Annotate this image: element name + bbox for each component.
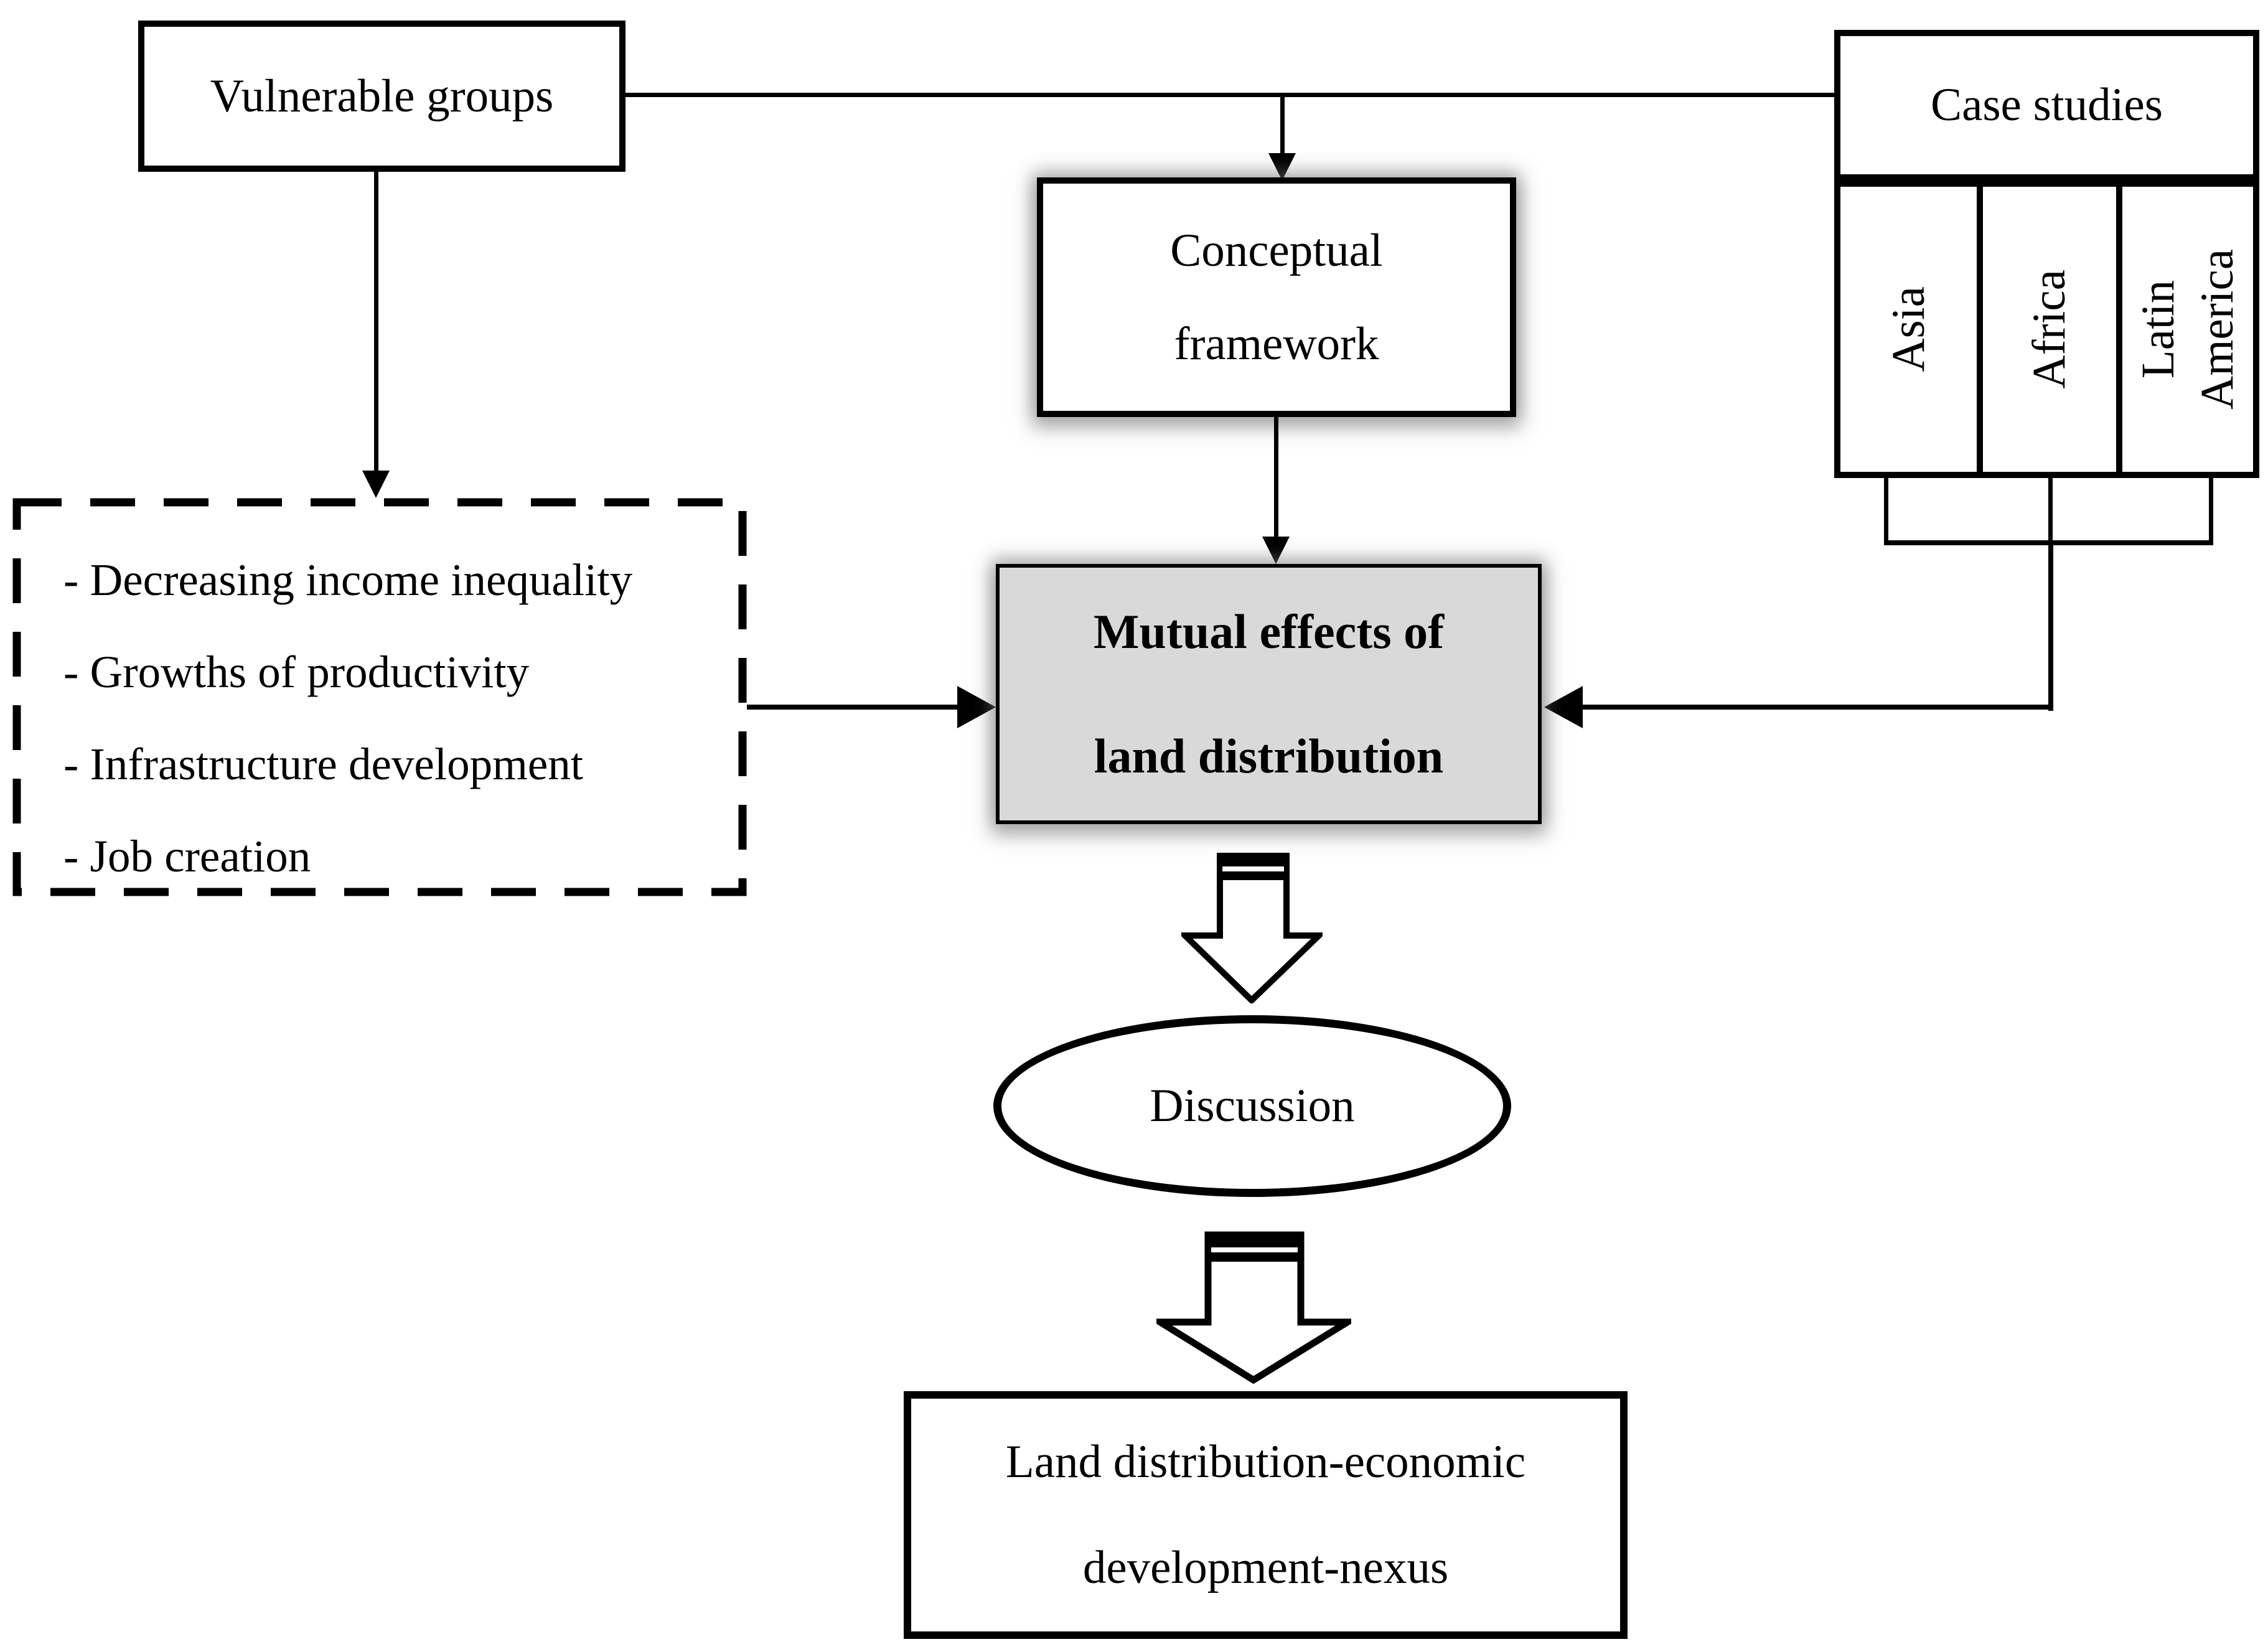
discussion-ellipse: Discussion [993,1015,1511,1197]
case-study-africa-label: Africa [2023,270,2076,389]
mutual-effects-label: Mutual effects of land distribution [1094,570,1444,819]
conceptual-framework-label: Conceptual framework [1170,204,1383,391]
mutual-effects-line2: land distribution [1094,729,1444,783]
arrowhead-to-conceptual-icon [1268,153,1296,181]
case-study-asia-box: Asia [1834,181,1983,478]
arrowhead-conceptual-to-mutual-icon [1262,537,1290,564]
case-study-latin-america-label: Latin America [2132,248,2243,410]
nexus-box: Land distribution-economic development-n… [904,1391,1628,1639]
connector-top-to-conceptual [1280,95,1285,154]
conceptual-line2: framework [1174,317,1379,370]
vulnerable-outcomes-dashed-box [12,498,747,896]
case-studies-box: Case studies [1834,30,2259,181]
case-study-asia-label: Asia [1882,286,1934,372]
arrowhead-to-list-icon [362,471,390,498]
vulnerable-groups-label: Vulnerable groups [210,70,554,122]
connector-vulnerable-to-list [374,172,378,471]
stub-latin-america [2209,478,2213,545]
vulnerable-groups-box: Vulnerable groups [138,21,626,172]
case-study-latin-america-box: Latin America [2116,181,2259,478]
stub-asia [1884,478,1888,545]
nexus-line1: Land distribution-economic [1005,1436,1526,1488]
nexus-label: Land distribution-economic development-n… [1006,1409,1525,1621]
nexus-line2: development-nexus [1082,1542,1449,1593]
block-arrow-down-1-icon [1181,853,1323,1003]
connector-case-studies-vertical [2048,540,2053,711]
stub-africa [2048,478,2053,545]
conceptual-framework-box: Conceptual framework [1037,177,1516,417]
case-study-africa-box: Africa [1977,181,2122,478]
mutual-effects-line1: Mutual effects of [1093,604,1445,659]
list-item: - Decreasing income inequality [63,555,633,605]
vulnerable-outcomes-list: - Decreasing income inequality - Growths… [12,498,747,896]
list-item: - Infrastructure development [63,739,584,789]
connector-case-studies-to-mutual [1581,705,2053,710]
conceptual-line1: Conceptual [1170,224,1383,276]
arrowhead-case-studies-to-mutual-icon [1544,686,1583,728]
connector-list-to-mutual [747,705,962,710]
discussion-label: Discussion [1150,1080,1355,1132]
list-item: - Growths of productivity [63,647,530,697]
mutual-effects-box: Mutual effects of land distribution [996,564,1542,824]
connector-conceptual-to-mutual [1274,417,1278,537]
list-item: - Job creation [63,831,311,881]
arrowhead-list-to-mutual-icon [957,686,996,728]
case-studies-label: Case studies [1931,79,2163,131]
block-arrow-down-2-icon [1156,1231,1351,1384]
connector-top-horizontal [626,93,1834,97]
